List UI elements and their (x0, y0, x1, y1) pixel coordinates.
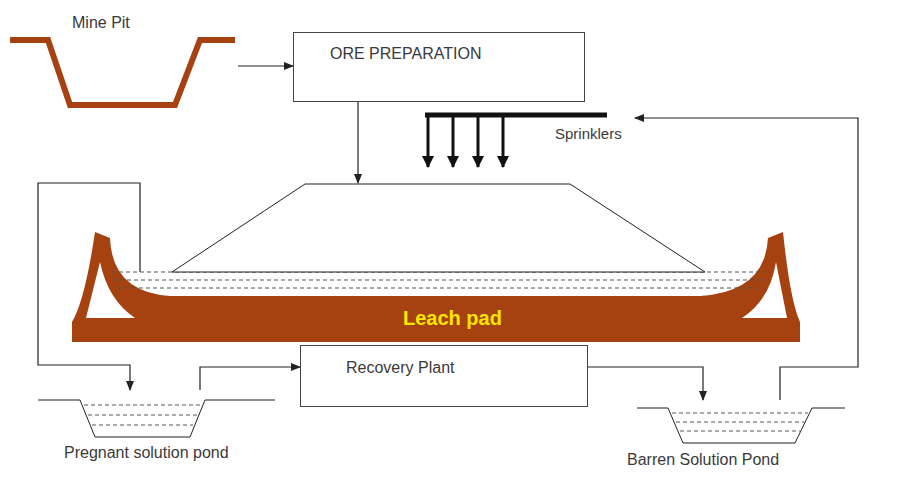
flow-line (200, 367, 300, 390)
leach-pad: Leach pad (70, 183, 805, 343)
node-label: Sprinklers (555, 125, 622, 142)
process-box: Recovery Plant (300, 345, 588, 407)
mine-pit: Mine Pit (8, 12, 238, 110)
flow-line (588, 367, 703, 400)
flow-line (357, 102, 358, 183)
flow-arrow (588, 367, 703, 400)
node-label: Mine Pit (72, 14, 130, 32)
flow-arrow (200, 367, 300, 390)
node-label: Barren Solution Pond (627, 451, 779, 469)
flow-arrow (238, 66, 293, 67)
node-label: Recovery Plant (346, 359, 455, 377)
flow-line (452, 117, 455, 167)
flow-arrow (428, 117, 503, 167)
flow-line (502, 117, 505, 167)
node-label: Pregnant solution pond (64, 444, 229, 462)
sprinkler-bar: Sprinklers (422, 110, 635, 146)
process-box: ORE PREPARATION (293, 32, 585, 102)
flow-arrow (358, 102, 359, 183)
flow-line (238, 65, 293, 66)
pregnant-solution-pond: Pregnant solution pond (40, 390, 285, 468)
barren-solution-pond: Barren Solution Pond (625, 400, 850, 475)
flow-line (427, 117, 430, 167)
node-label: ORE PREPARATION (330, 45, 481, 63)
pad-label: Leach pad (403, 307, 502, 330)
flow-line (477, 117, 480, 167)
